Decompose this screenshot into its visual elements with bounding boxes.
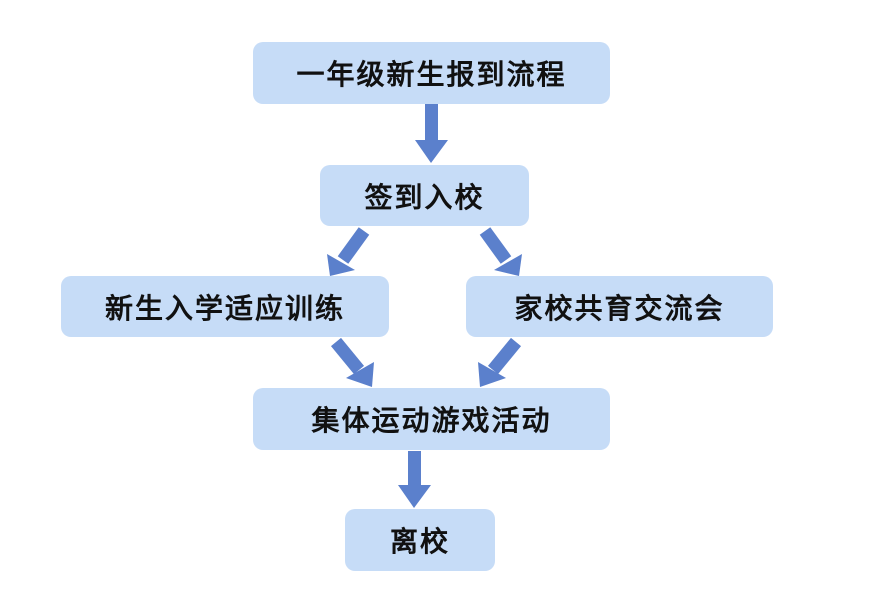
arrow-right-to-group xyxy=(478,337,522,387)
node-group-activity-label: 集体运动游戏活动 xyxy=(311,404,552,437)
node-home-school-meeting-label: 家校共育交流会 xyxy=(514,291,725,325)
node-group-activity: 集体运动游戏活动 xyxy=(253,388,610,450)
node-leave-school-label: 离校 xyxy=(389,525,450,558)
node-leave-school: 离校 xyxy=(345,509,495,571)
node-adaptation-training: 新生入学适应训练 xyxy=(61,276,389,337)
node-home-school-meeting: 家校共育交流会 xyxy=(466,276,773,337)
arrow-signin-to-left xyxy=(327,227,370,276)
arrow-start-to-signin xyxy=(415,104,448,163)
node-registration-process: 一年级新生报到流程 xyxy=(253,42,610,104)
node-sign-in: 签到入校 xyxy=(320,165,529,226)
node-registration-process-label: 一年级新生报到流程 xyxy=(296,58,567,91)
arrow-group-to-leave xyxy=(398,451,431,508)
arrow-left-to-group xyxy=(330,337,374,387)
node-adaptation-training-label: 新生入学适应训练 xyxy=(104,291,345,325)
arrow-signin-to-right xyxy=(479,227,522,276)
node-sign-in-label: 签到入校 xyxy=(364,180,485,214)
